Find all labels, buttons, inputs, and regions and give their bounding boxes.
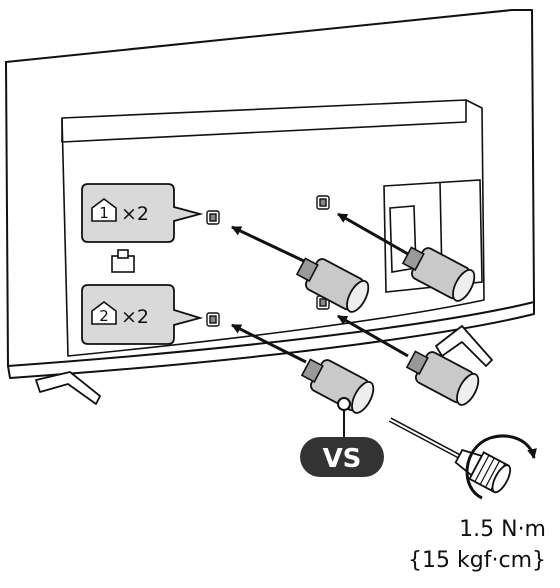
insertion-arrows <box>231 212 409 364</box>
house-badge-1-icon <box>91 198 117 222</box>
callout-upper-quantity: ×2 <box>121 203 149 225</box>
callout-upper: 1 ×2 <box>81 183 204 243</box>
house-badge-2-icon <box>91 301 117 325</box>
mounting-holes <box>206 195 330 327</box>
torque-kgf-cm: {15 kgf·cm} <box>408 548 546 573</box>
arrow-4 <box>337 314 409 358</box>
torque-newton-meter: 1.5 N·m <box>459 517 546 542</box>
vs-pointer <box>337 397 351 438</box>
rotation-arrow-icon <box>465 434 537 500</box>
callout-lower-number: 2 <box>99 307 109 325</box>
arrow-1 <box>231 225 307 264</box>
spacer-lower-right <box>405 350 480 406</box>
tv-rear-panel <box>5 9 535 379</box>
hanger-bracket <box>111 249 135 273</box>
callout-lower-quantity: ×2 <box>121 306 149 328</box>
spacer-lower-left <box>300 358 375 414</box>
hole-upper-right <box>316 195 330 210</box>
hole-upper-left <box>206 210 220 225</box>
screwdriver <box>388 417 512 494</box>
spacer-upper-right <box>401 246 476 302</box>
arrow-2 <box>337 212 409 256</box>
callout-lower: 2 ×2 <box>81 284 204 345</box>
spacer-upper-left <box>295 257 370 313</box>
stand-left <box>35 371 101 405</box>
arrow-3 <box>231 323 307 364</box>
vs-label: VS <box>323 444 362 474</box>
hole-lower-left <box>206 312 220 327</box>
callout-upper-number: 1 <box>99 204 109 222</box>
vs-badge: VS <box>300 437 384 477</box>
